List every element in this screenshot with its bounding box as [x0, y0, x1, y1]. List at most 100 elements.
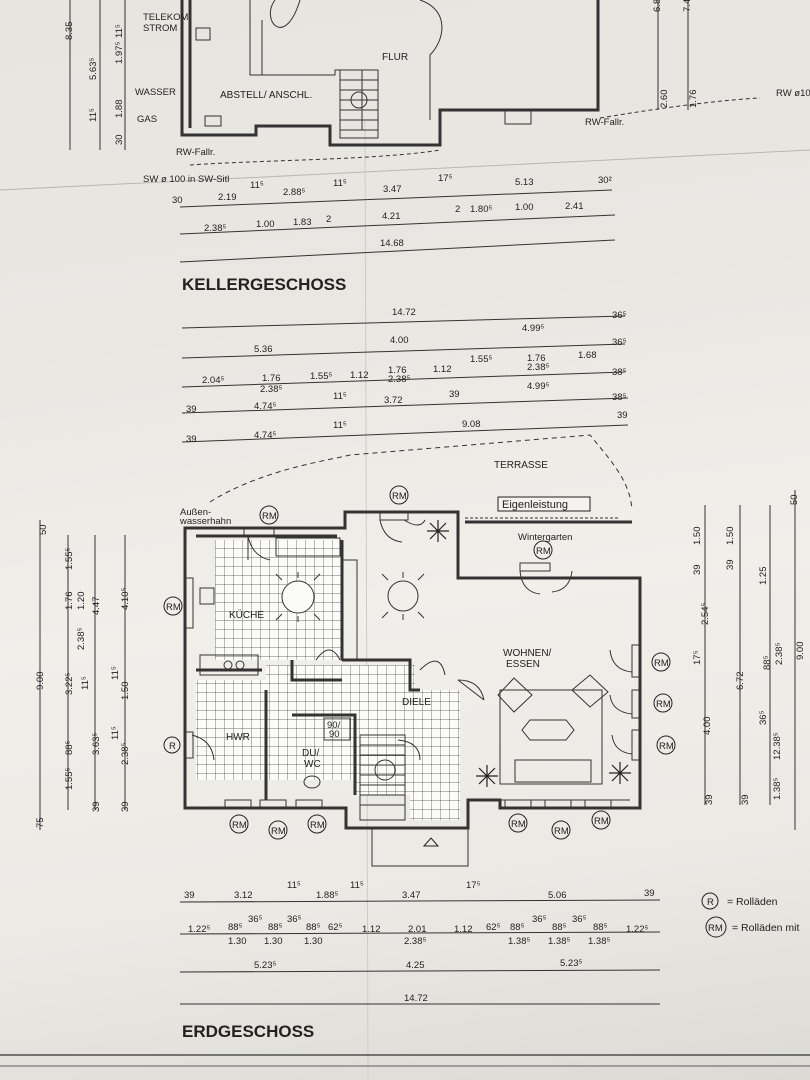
- svg-text:4.99⁵: 4.99⁵: [522, 323, 544, 334]
- svg-text:39: 39: [725, 559, 736, 570]
- basement-hall-label: FLUR: [382, 52, 408, 63]
- door-swings: [191, 519, 633, 761]
- basement-curve: [269, 0, 443, 120]
- telekom-label: TELEKOM: [143, 12, 188, 23]
- svg-text:88⁵: 88⁵: [552, 922, 567, 933]
- svg-text:7.4: 7.4: [682, 0, 693, 12]
- svg-text:2.38⁵: 2.38⁵: [388, 374, 410, 385]
- svg-text:1.88⁵: 1.88⁵: [316, 890, 338, 901]
- basement-stair: [339, 69, 379, 139]
- svg-text:36⁵: 36⁵: [612, 337, 627, 348]
- svg-text:3.12: 3.12: [234, 890, 253, 901]
- svg-text:1.83: 1.83: [293, 217, 312, 228]
- svg-text:1.30: 1.30: [304, 936, 323, 947]
- svg-text:3.47: 3.47: [383, 184, 402, 195]
- wasser-label: WASSER: [135, 87, 176, 98]
- svg-text:8.35: 8.35: [64, 22, 75, 41]
- svg-text:11⁵: 11⁵: [333, 391, 347, 402]
- svg-text:5.36: 5.36: [254, 344, 273, 355]
- utility-box: [204, 115, 222, 127]
- svg-text:4.99⁵: 4.99⁵: [527, 381, 549, 392]
- svg-text:1.50: 1.50: [692, 527, 703, 546]
- svg-text:RM: RM: [166, 602, 181, 613]
- svg-text:75: 75: [35, 817, 46, 828]
- hall-tiles: [266, 665, 460, 820]
- basement-storage-label: ABSTELL/ ANSCHL.: [220, 90, 312, 101]
- own-work-label: Eigenleistung: [502, 499, 568, 511]
- svg-text:2.60: 2.60: [659, 90, 670, 109]
- svg-text:9.00: 9.00: [795, 642, 806, 661]
- svg-text:1.50: 1.50: [725, 527, 736, 546]
- svg-text:2.38⁵: 2.38⁵: [774, 643, 785, 665]
- svg-text:1.97⁵: 1.97⁵: [114, 42, 125, 64]
- svg-text:88⁵: 88⁵: [593, 922, 608, 933]
- svg-text:2.38⁵: 2.38⁵: [120, 743, 131, 765]
- shutter-rm-icon: RM: [533, 540, 553, 560]
- rw-fallrohr-right-label: RW-Fallr.: [585, 117, 624, 128]
- shutter-rm-icon: RM: [163, 596, 183, 616]
- basement-dimension-lines: 30 2.19 11⁵ 2.88⁵ 11⁵ 3.47 17⁵ 5.13 30² …: [172, 173, 616, 263]
- svg-text:R: R: [169, 741, 176, 752]
- shutter-rm-icon: RM: [653, 693, 673, 713]
- svg-text:4.00: 4.00: [702, 717, 713, 736]
- ground-left-dims: 50 1.55⁵ 1.76 1.20 2.38⁵ 3.22⁵ 4.47 4.10…: [35, 520, 131, 830]
- svg-text:3.22⁵: 3.22⁵: [64, 673, 75, 695]
- living-label: WOHNEN/ESSEN: [503, 648, 552, 670]
- svg-text:1.80⁵: 1.80⁵: [470, 204, 492, 215]
- svg-text:1.20: 1.20: [76, 592, 87, 611]
- svg-text:88⁵: 88⁵: [762, 655, 773, 670]
- shutter-markers: RM RM RM RM R RM RM RM RM RM RM RM RM RM: [163, 485, 676, 840]
- svg-text:2: 2: [455, 204, 460, 215]
- svg-text:1.76: 1.76: [688, 90, 699, 109]
- paper-fold-line: [364, 119, 369, 1080]
- svg-text:5.06: 5.06: [548, 890, 567, 901]
- meter-box: [195, 27, 211, 41]
- svg-text:14.72: 14.72: [404, 993, 428, 1004]
- svg-text:1.30: 1.30: [228, 936, 247, 947]
- svg-text:39: 39: [91, 801, 102, 812]
- svg-text:88⁵: 88⁵: [510, 922, 525, 933]
- shutter-rm-icon: RM: [591, 810, 611, 830]
- ground-floor-plan: 90/90: [183, 496, 642, 867]
- svg-text:1.88: 1.88: [114, 100, 125, 119]
- svg-text:36⁵: 36⁵: [758, 710, 769, 725]
- kitchen-label: KÜCHE: [229, 609, 264, 621]
- entrance-arrow-icon: [422, 837, 440, 847]
- outdoor-tap-label: Außen-wasserhahn: [179, 507, 231, 527]
- svg-text:50: 50: [38, 524, 49, 535]
- shutter-rm-icon: RM: [651, 652, 671, 672]
- ground-stair: [359, 734, 406, 821]
- rw-fallrohr-label: RW-Fallr.: [176, 147, 215, 158]
- svg-text:11⁵: 11⁵: [110, 726, 121, 740]
- svg-text:1.12: 1.12: [454, 924, 473, 935]
- ground-floor-title: ERDGESCHOSS: [182, 1022, 314, 1041]
- svg-text:RM: RM: [656, 699, 671, 710]
- wc-label: DU/WC: [302, 748, 321, 770]
- svg-text:39: 39: [186, 434, 197, 445]
- svg-text:1.00: 1.00: [256, 219, 275, 230]
- shutter-rm-icon: RM: [389, 485, 409, 505]
- svg-text:36⁵: 36⁵: [612, 310, 627, 321]
- ground-partitions: [196, 540, 420, 800]
- svg-text:1.38⁵: 1.38⁵: [548, 936, 570, 947]
- svg-text:5.23⁵: 5.23⁵: [560, 958, 582, 969]
- sewer-label: SW ø 100 in SW-Sitl: [143, 174, 229, 185]
- window-box: [504, 109, 532, 125]
- ground-thin-walls: [457, 520, 630, 801]
- svg-text:36⁵: 36⁵: [572, 914, 587, 925]
- shutter-rm-icon: RM: [229, 814, 249, 834]
- svg-text:RM: RM: [554, 826, 569, 837]
- svg-text:88⁵: 88⁵: [228, 922, 243, 933]
- utility-label: HWR: [226, 732, 250, 743]
- svg-text:= Rolläden: = Rolläden: [727, 896, 778, 908]
- own-work-box: [497, 496, 591, 512]
- svg-text:1.25: 1.25: [758, 567, 769, 586]
- entrance-porch: [371, 828, 469, 867]
- svg-text:1.55⁵: 1.55⁵: [310, 371, 332, 382]
- svg-text:RM: RM: [271, 826, 286, 837]
- basement-title: KELLERGESCHOSS: [182, 275, 346, 294]
- svg-text:RM: RM: [659, 741, 674, 752]
- svg-text:39: 39: [120, 801, 131, 812]
